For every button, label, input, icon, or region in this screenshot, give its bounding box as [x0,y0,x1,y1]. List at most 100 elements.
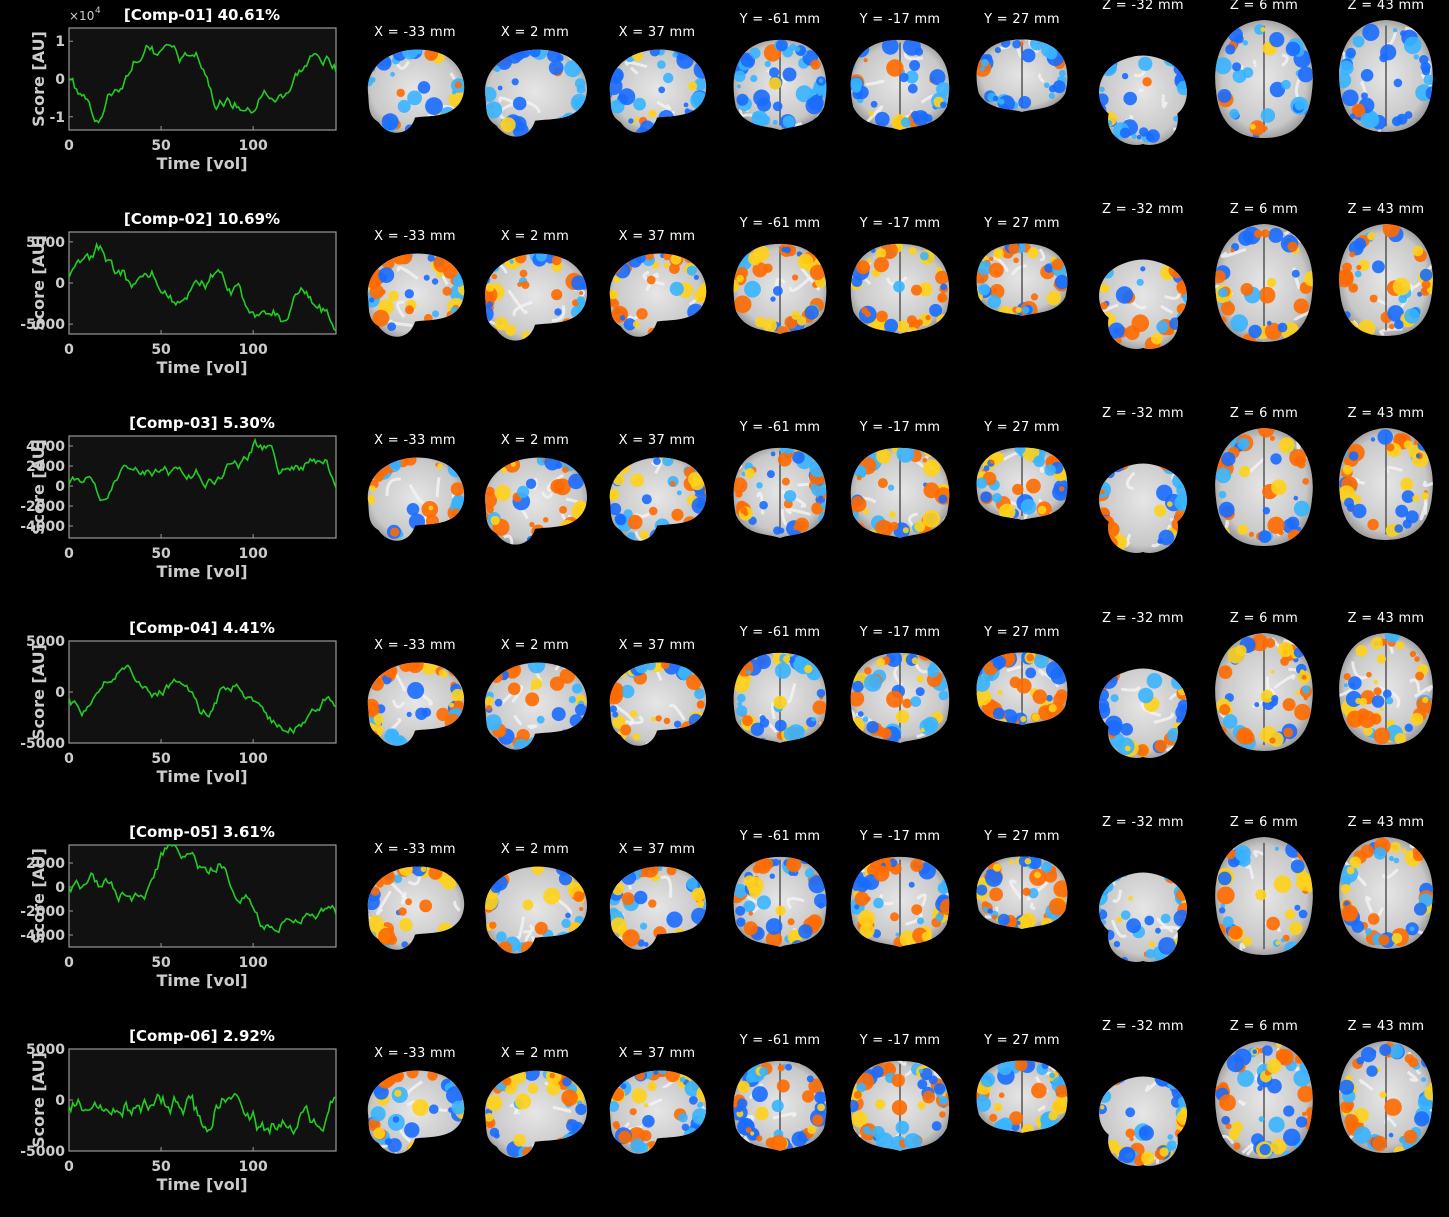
brain-slice-sagittal-lat [367,253,465,337]
brain-slice-coronal-post [733,652,827,743]
slice-coordinate-label: Y = 27 mm [984,829,1060,844]
brain-slice-sagittal-lat [609,866,707,950]
x-tick-label: 50 [151,546,171,562]
x-tick-label: 0 [64,1159,74,1175]
brain-slice-axial-high [1339,20,1433,132]
x-tick-label: 0 [64,751,74,767]
x-axis-label: Time [vol] [156,562,247,581]
score-trace [68,1092,337,1136]
brain-slice-coronal-ant [976,39,1068,112]
slice-coordinate-label: X = 2 mm [500,229,570,244]
brain-slice-coronal-ant [976,447,1068,520]
score-trace [68,43,337,124]
x-axis-label: Time [vol] [156,1175,247,1194]
score-trace [68,664,337,735]
slice-coordinate-label: X = 2 mm [500,1046,570,1061]
x-tick-label: 0 [64,546,74,562]
brain-slice-coronal-mid [850,243,950,334]
brain-slice-axial-low [1099,1076,1187,1166]
slice-coordinate-label: Z = -32 mm [1102,1019,1184,1034]
brain-slice-sagittal-mid [485,1070,588,1158]
slice-coordinate-label: Y = 27 mm [984,420,1060,435]
x-tick-label: 100 [239,138,268,154]
y-axis-label: Score [AU] [29,848,48,944]
brain-slice-axial-low [1099,463,1187,553]
slice-coordinate-label: Y = -17 mm [859,216,941,231]
slice-coordinate-label: Z = 6 mm [1229,406,1299,421]
x-axis-label: Time [vol] [156,154,247,173]
brain-slice-coronal-post [733,243,827,334]
slice-coordinate-label: Y = -17 mm [859,829,941,844]
slice-coordinate-label: X = -33 mm [374,433,456,448]
slice-coordinate-label: Z = 6 mm [1229,0,1299,13]
x-tick-label: 100 [239,955,268,971]
y-tick-label: 0 [55,276,65,292]
y-tick-label: 4000 [26,439,65,455]
x-tick-label: 50 [151,955,171,971]
brain-slice-coronal-post [733,856,827,947]
y-axis-label: Score [AU] [29,31,48,127]
y-tick-label: -5000 [20,736,65,752]
y-tick-label: 5000 [26,1042,65,1058]
brain-slice-sagittal-mid [485,866,588,954]
brain-slice-coronal-mid [850,447,950,538]
x-tick-label: 100 [239,546,268,562]
x-tick-label: 0 [64,138,74,154]
brain-slice-sagittal-lat [609,662,707,746]
y-tick-label: 2000 [26,459,65,475]
plot-area [68,844,337,948]
y-tick-label: 0 [55,479,65,495]
score-trace [68,437,337,502]
brain-slice-axial-low [1099,259,1187,349]
x-tick-label: 100 [239,342,268,358]
brain-slice-axial-mid [1215,224,1313,342]
x-tick-label: 100 [239,751,268,767]
component-title: [Comp-03] 5.30% [129,414,275,432]
brain-slice-coronal-mid [850,39,950,130]
y-tick-label: -4000 [20,928,65,944]
brain-slice-axial-mid [1215,428,1313,546]
slice-coordinate-label: Z = 43 mm [1347,611,1425,626]
slice-coordinate-label: X = 37 mm [618,25,696,40]
slice-coordinate-label: Z = 43 mm [1347,1019,1425,1034]
brain-slice-sagittal-lat [609,49,707,133]
y-tick-label: -1 [49,110,65,126]
slice-coordinate-label: Z = 43 mm [1347,0,1425,13]
y-tick-label: 5000 [26,634,65,650]
slice-coordinate-label: Y = -61 mm [739,829,821,844]
brain-slice-coronal-ant [976,1060,1068,1133]
slice-coordinate-label: Z = 43 mm [1347,202,1425,217]
brain-slice-sagittal-lat [609,253,707,337]
slice-coordinate-label: X = 37 mm [618,1046,696,1061]
y-tick-label: -5000 [20,1144,65,1160]
x-tick-label: 50 [151,1159,171,1175]
brain-slice-axial-high [1339,224,1433,336]
slice-coordinate-label: Z = -32 mm [1102,0,1184,13]
brain-slice-axial-low [1099,668,1187,758]
slice-coordinate-label: X = 37 mm [618,433,696,448]
slice-coordinate-label: X = 37 mm [618,638,696,653]
slice-coordinate-label: Y = -17 mm [859,1033,941,1048]
exponent-label: ×10 [69,9,94,23]
slice-coordinate-label: X = -33 mm [374,842,456,857]
brain-slice-coronal-mid [850,1060,950,1151]
y-tick-label: 0 [55,1093,65,1109]
brain-slice-sagittal-lat [609,1070,707,1154]
brain-slice-axial-mid [1215,1041,1313,1159]
slice-coordinate-label: Y = -17 mm [859,12,941,27]
y-axis-label: Score [AU] [29,235,48,331]
slice-coordinate-label: Y = 27 mm [984,625,1060,640]
slice-coordinate-label: Z = -32 mm [1102,815,1184,830]
x-axis-label: Time [vol] [156,767,247,786]
brain-slice-coronal-mid [850,856,950,947]
brain-slice-sagittal-lat [609,457,707,541]
brain-slice-coronal-mid [850,652,950,743]
brain-slice-sagittal-lat [367,662,465,746]
y-tick-label: 0 [55,72,65,88]
